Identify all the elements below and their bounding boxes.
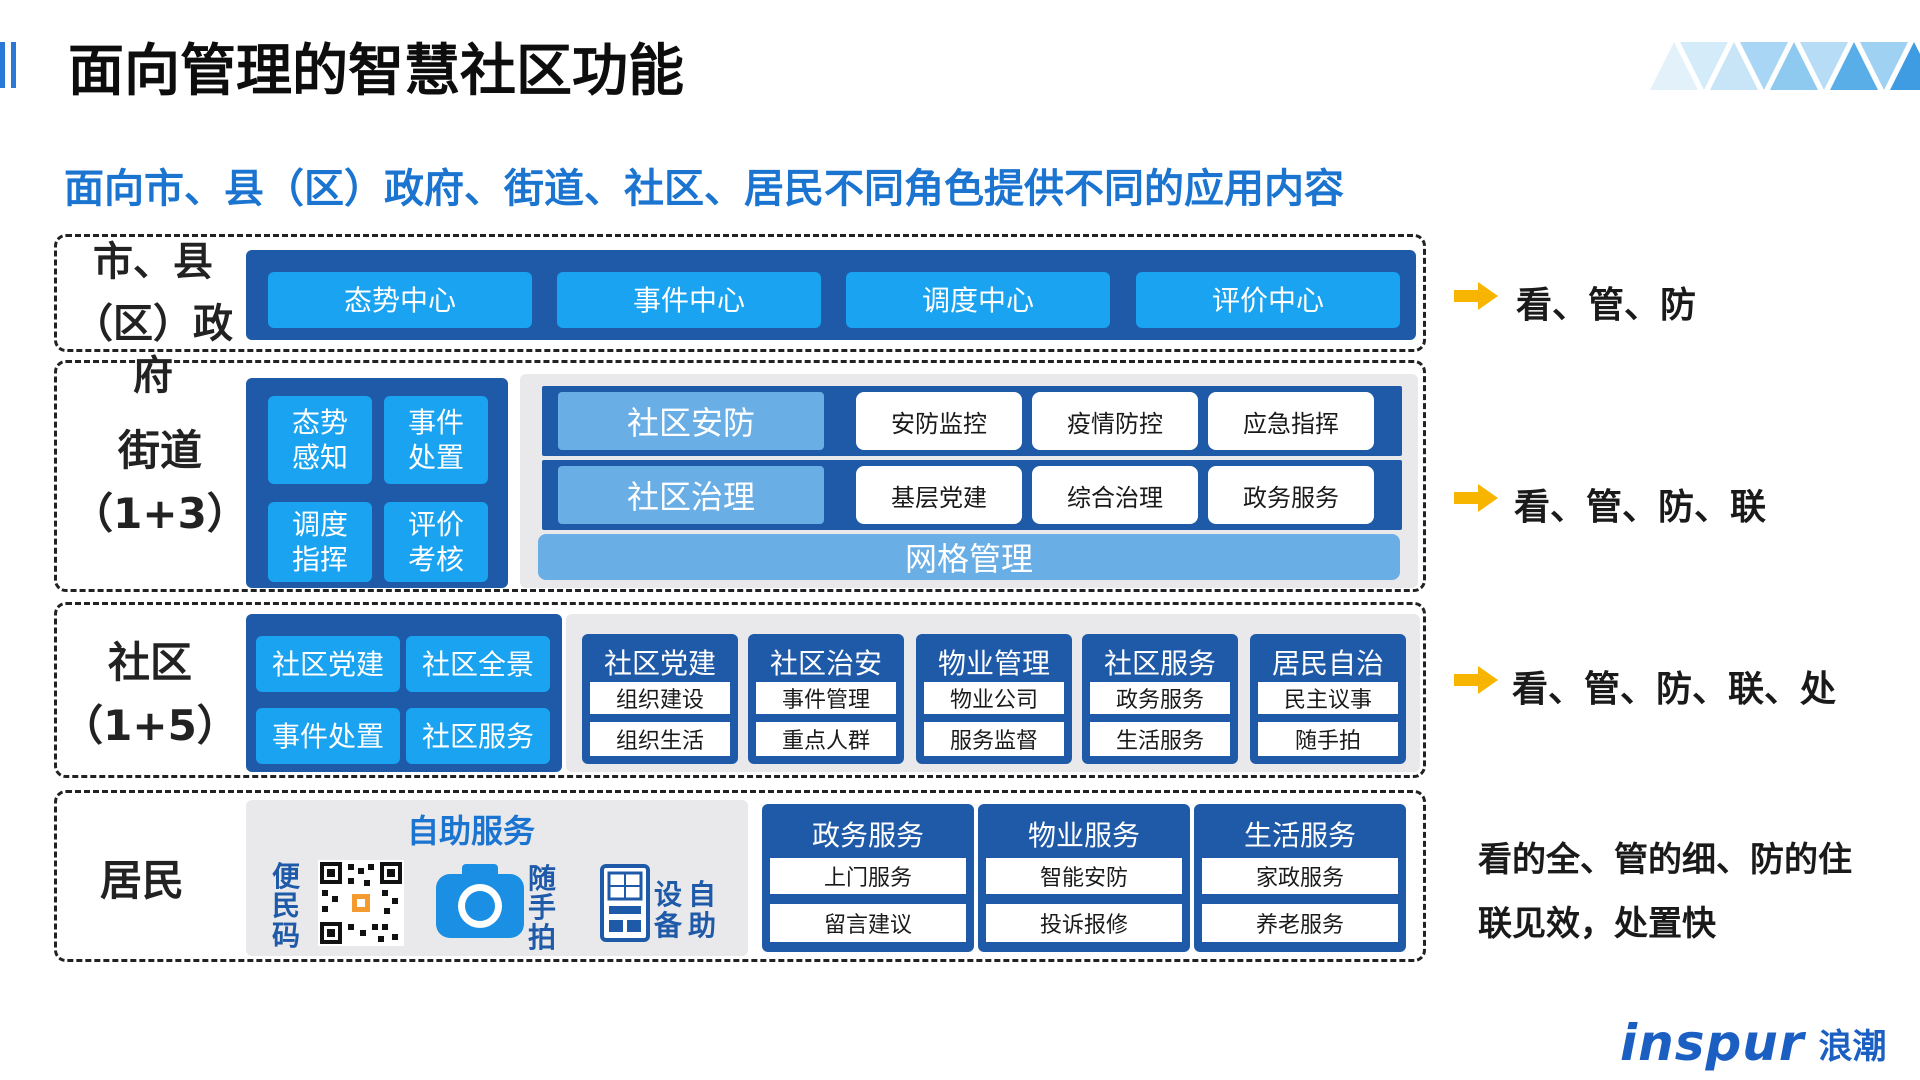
resident-col-property-header[interactable]: 物业服务	[1027, 819, 1140, 852]
street-grid-event[interactable]: 事件 处置	[384, 396, 488, 484]
community-col-security-item[interactable]: 事件管理	[756, 682, 896, 714]
resident-col-life-item[interactable]: 家政服务	[1202, 858, 1398, 894]
arrow-right-icon	[1454, 282, 1498, 310]
community-col-service-header[interactable]: 社区服务	[1103, 647, 1216, 680]
logo-cn: 浪潮	[1818, 1026, 1887, 1067]
street-grid-dispatch[interactable]: 调度 指挥	[268, 502, 372, 582]
row-street-label-line2: （1+3）	[71, 488, 249, 538]
street-governance-item-party[interactable]: 基层党建	[856, 466, 1022, 524]
row-city-label-line2: （区）政府	[73, 301, 233, 399]
city-item-evaluation[interactable]: 评价中心	[1136, 272, 1400, 328]
camera-icon[interactable]	[436, 862, 524, 938]
city-note: 看、管、防	[1516, 285, 1697, 326]
kiosk-label-char: 自	[688, 878, 717, 911]
logo-brand: inspur	[1620, 1014, 1805, 1072]
community-grid-event[interactable]: 事件处置	[256, 708, 400, 764]
street-grid-management[interactable]: 网格管理	[538, 534, 1400, 580]
community-note: 看、管、防、联、处	[1512, 669, 1837, 710]
resident-note-line1: 看的全、管的细、防的住	[1478, 840, 1852, 880]
kiosk-icon[interactable]	[600, 864, 650, 942]
community-col-autonomy-header[interactable]: 居民自治	[1271, 647, 1384, 680]
row-street-label: 街道 （1+3）	[70, 424, 250, 541]
page-title: 面向管理的智慧社区功能	[68, 39, 684, 104]
street-governance-label[interactable]: 社区治理	[558, 466, 824, 524]
inspur-logo: inspur 浪潮	[1620, 1014, 1887, 1072]
resident-col-government-header[interactable]: 政务服务	[811, 819, 924, 852]
street-grid-situation[interactable]: 态势 感知	[268, 396, 372, 484]
row-resident-label: 居民	[99, 856, 184, 905]
street-security-item-epidemic[interactable]: 疫情防控	[1032, 392, 1198, 450]
street-security-item-monitoring[interactable]: 安防监控	[856, 392, 1022, 450]
row-street-label-line1: 街道	[117, 426, 202, 475]
resident-col-government-item[interactable]: 留言建议	[770, 904, 966, 942]
row-city-outline	[54, 234, 1426, 352]
city-item-situation[interactable]: 态势中心	[268, 272, 532, 328]
street-governance-item-integrated[interactable]: 综合治理	[1032, 466, 1198, 524]
page-subtitle: 面向市、县（区）政府、街道、社区、居民不同角色提供不同的应用内容	[64, 166, 1344, 212]
row-city-label: 市、县 （区）政府	[60, 236, 246, 402]
row-community-label-line1: 社区	[107, 638, 192, 687]
community-grid-party[interactable]: 社区党建	[256, 636, 400, 692]
community-col-security-header[interactable]: 社区治安	[769, 647, 882, 680]
row-community-label: 社区 （1+5）	[60, 636, 240, 753]
community-grid-panorama[interactable]: 社区全景	[406, 636, 550, 692]
resident-note-line2: 联见效，处置快	[1478, 904, 1716, 944]
row-resident-outline	[54, 790, 1426, 962]
resident-col-life-header[interactable]: 生活服务	[1243, 819, 1356, 852]
community-grid-service[interactable]: 社区服务	[406, 708, 550, 764]
qr-label: 便民码	[272, 860, 301, 952]
community-col-autonomy-item[interactable]: 随手拍	[1258, 722, 1398, 756]
community-col-service-item[interactable]: 生活服务	[1090, 722, 1230, 756]
resident-col-property-item[interactable]: 智能安防	[986, 858, 1182, 894]
row-street-outline	[54, 360, 1426, 592]
street-governance-item-government[interactable]: 政务服务	[1208, 466, 1374, 524]
kiosk-label-char: 助	[688, 908, 717, 942]
title-accent-bar	[0, 42, 22, 88]
arrow-right-icon	[1454, 666, 1498, 694]
decorative-triangles	[1650, 42, 1920, 90]
community-col-party-item[interactable]: 组织生活	[590, 722, 730, 756]
street-note: 看、管、防、联	[1514, 487, 1767, 528]
kiosk-label-char: 设	[654, 878, 683, 911]
kiosk-label-char: 备	[654, 908, 683, 942]
community-col-party-item[interactable]: 组织建设	[590, 682, 730, 714]
city-item-dispatch[interactable]: 调度中心	[846, 272, 1110, 328]
row-community-outline	[54, 602, 1426, 778]
street-grid-evaluation[interactable]: 评价 考核	[384, 502, 488, 582]
community-col-security-item[interactable]: 重点人群	[756, 722, 896, 756]
community-col-property-item[interactable]: 服务监督	[924, 722, 1064, 756]
community-col-service-item[interactable]: 政务服务	[1090, 682, 1230, 714]
street-security-item-emergency[interactable]: 应急指挥	[1208, 392, 1374, 450]
city-item-events[interactable]: 事件中心	[557, 272, 821, 328]
row-city-label-line1: 市、县	[93, 239, 213, 285]
self-service-title: 自助服务	[406, 812, 535, 850]
community-col-party-header[interactable]: 社区党建	[603, 647, 716, 680]
community-col-property-header[interactable]: 物业管理	[937, 647, 1050, 680]
qr-code-icon[interactable]	[318, 860, 404, 946]
row-community-label-line2: （1+5）	[61, 700, 239, 750]
community-col-autonomy-item[interactable]: 民主议事	[1258, 682, 1398, 714]
street-security-label[interactable]: 社区安防	[558, 392, 824, 450]
kiosk-label: 设自 备助	[654, 878, 717, 942]
resident-col-life-item[interactable]: 养老服务	[1202, 904, 1398, 942]
arrow-right-icon	[1454, 484, 1498, 512]
photo-label: 随手拍	[528, 862, 557, 954]
resident-col-property-item[interactable]: 投诉报修	[986, 904, 1182, 942]
resident-col-government-item[interactable]: 上门服务	[770, 858, 966, 894]
community-col-property-item[interactable]: 物业公司	[924, 682, 1064, 714]
